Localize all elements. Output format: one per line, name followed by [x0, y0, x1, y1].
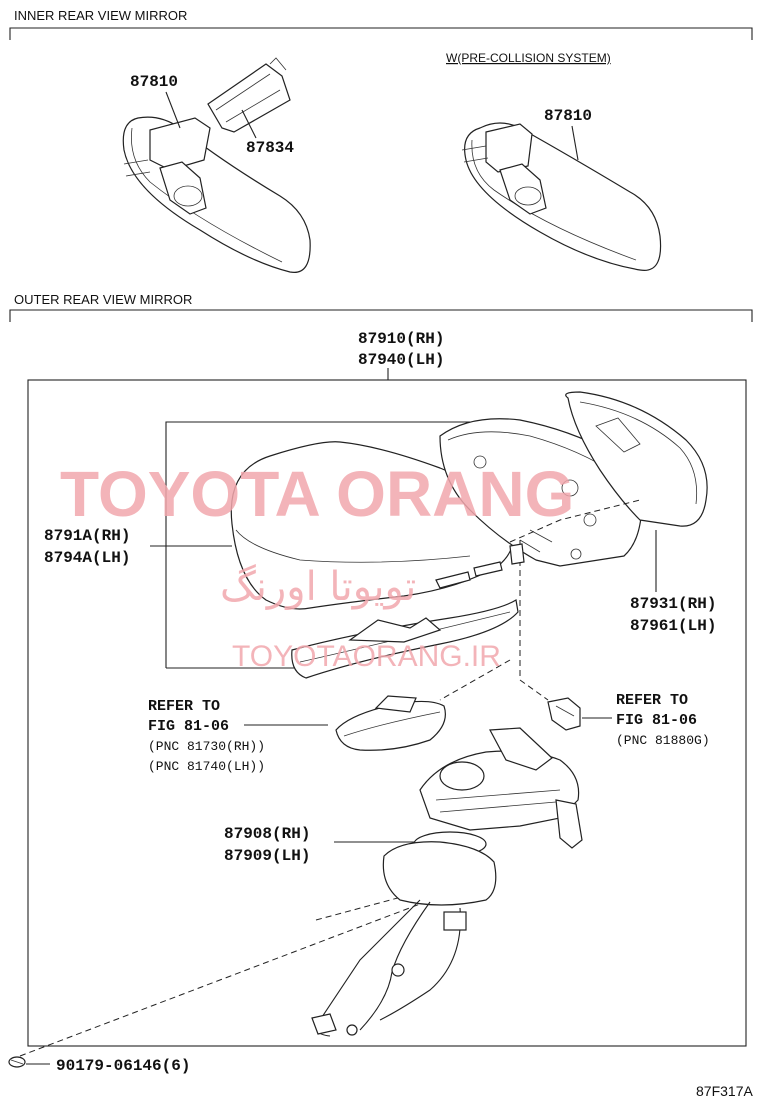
cover-group-bracket [165, 421, 470, 668]
dashed-leader-glass [509, 499, 641, 543]
clip-part-b [473, 561, 503, 577]
inner-mirror-cover-illustration [207, 57, 291, 133]
ref-left-line2: FIG 81-06 [148, 718, 229, 735]
wiring-harness-illustration [311, 899, 467, 1037]
dashed-leader-screw [19, 903, 421, 1057]
leader-87810-a [165, 91, 181, 129]
precollision-note: W(PRE-COLLISION SYSTEM) [446, 51, 611, 65]
connector-part [509, 543, 525, 565]
leader-87834 [241, 109, 257, 139]
label-screw: 90179-06146(6) [56, 1057, 190, 1075]
leader-87810-b [571, 125, 579, 161]
bulb-illustration [547, 697, 581, 731]
inner-mirror-illustration-b [461, 122, 662, 271]
label-87810-a: 87810 [130, 73, 178, 91]
ref-right-line2: FIG 81-06 [616, 712, 697, 729]
label-cover-rh: 8791A(RH) [44, 527, 130, 545]
figure-code: 87F317A [696, 1083, 753, 1099]
dashed-leader-bulb [519, 540, 549, 701]
watermark-main: TOYOTA ORANG [60, 458, 574, 530]
screw-icon [8, 1056, 26, 1068]
label-glass-rh: 87931(RH) [630, 595, 716, 613]
ref-left-pnc2: (PNC 81740(LH)) [148, 759, 265, 774]
mirror-base-motor-illustration [382, 727, 583, 906]
label-cover-lh: 8794A(LH) [44, 549, 130, 567]
label-glass-lh: 87961(LH) [630, 617, 716, 635]
clip-part-a [435, 571, 471, 589]
label-87834: 87834 [246, 139, 294, 157]
ref-left-pnc1: (PNC 81730(RH)) [148, 739, 265, 754]
outer-section-bracket [9, 309, 753, 322]
side-turn-lamp-illustration [335, 695, 446, 751]
turn-signal-strip-illustration [291, 599, 519, 679]
ref-left-line1: REFER TO [148, 698, 220, 715]
inner-mirror-illustration-a [122, 116, 311, 273]
inner-section-bracket [9, 27, 753, 40]
label-base-rh: 87908(RH) [224, 825, 310, 843]
label-outer-assy-rh: 87910(RH) [358, 330, 444, 348]
watermark-small: TOYOTAORANG.IR [232, 640, 501, 673]
ref-right-line1: REFER TO [616, 692, 688, 709]
outer-assembly-frame [27, 379, 747, 1047]
dashed-leader-base [315, 891, 421, 921]
dashed-leader-lamp [439, 659, 511, 701]
section-title-outer: OUTER REAR VIEW MIRROR [14, 292, 192, 307]
section-title-inner: INNER REAR VIEW MIRROR [14, 8, 187, 23]
label-outer-assy-lh: 87940(LH) [358, 351, 444, 369]
label-87810-b: 87810 [544, 107, 592, 125]
mirror-glass-illustration [565, 391, 708, 527]
ref-right-pnc1: (PNC 81880G) [616, 733, 710, 748]
label-base-lh: 87909(LH) [224, 847, 310, 865]
watermark-persian: تویوتا اورنگ [220, 564, 416, 610]
